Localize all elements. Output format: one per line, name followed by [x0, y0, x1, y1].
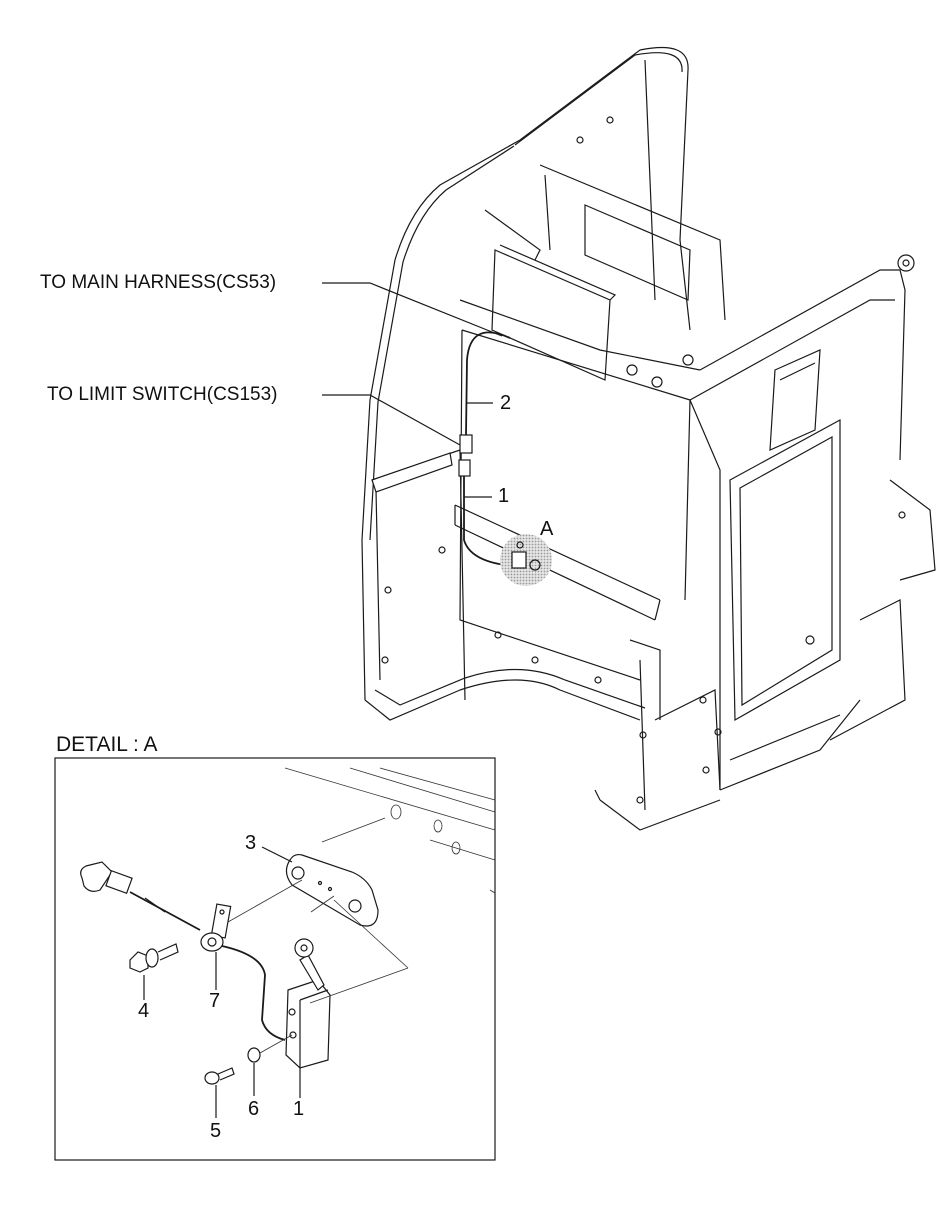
detail-title: DETAIL : A — [56, 733, 158, 756]
detail-box — [54, 757, 496, 1161]
limit-switch-detail — [285, 899, 409, 1069]
harness-routing — [458, 331, 511, 566]
limit-switch-small — [511, 541, 541, 571]
part-label-1: 1 — [498, 485, 510, 507]
detail-a-drawing — [80, 767, 496, 1118]
detail-a-marker: A — [540, 518, 554, 540]
callout-limit-switch: TO LIMIT SWITCH(CS153) — [47, 384, 278, 405]
callout-main-harness: TO MAIN HARNESS(CS53) — [40, 272, 277, 293]
spacer-plate — [227, 817, 386, 927]
switch-connector-cs153 — [458, 459, 471, 477]
washer — [247, 1047, 261, 1063]
cable-clamp — [200, 903, 232, 952]
cable-connector — [80, 861, 201, 931]
detail-part-4: 4 — [138, 1000, 150, 1022]
part-label-2: 2 — [500, 392, 512, 414]
detail-part-6: 6 — [248, 1098, 260, 1120]
detail-part-3: 3 — [245, 832, 257, 854]
screw — [204, 1067, 235, 1085]
detail-part-1: 1 — [293, 1098, 305, 1120]
harness-connector-cs53 — [459, 434, 473, 454]
detail-part-7: 7 — [209, 990, 221, 1012]
detail-leaders — [143, 846, 301, 1118]
detail-part-5: 5 — [210, 1120, 222, 1142]
cab-frame — [361, 46, 936, 831]
bolt-washer — [129, 943, 179, 973]
leader-lines — [322, 282, 503, 498]
